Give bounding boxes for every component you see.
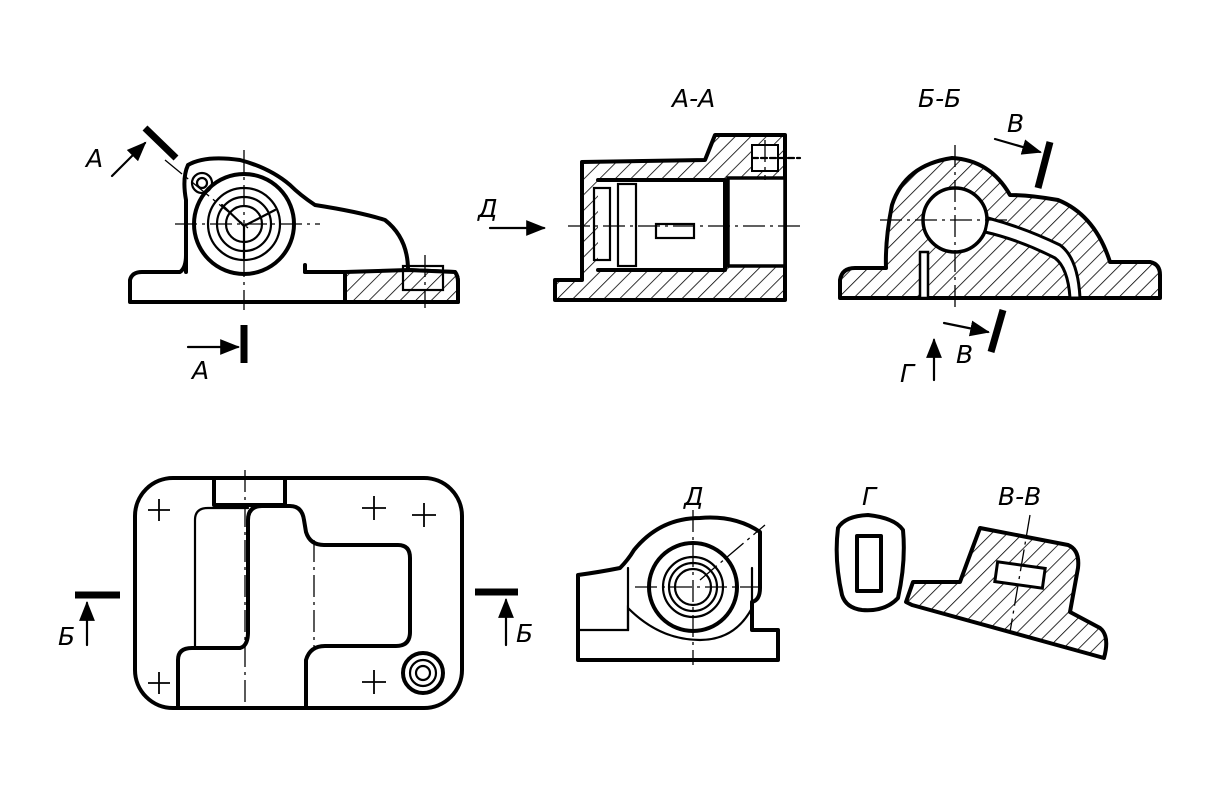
cut-b-marker-left (75, 591, 120, 647)
cut-v-marker-top (993, 137, 1054, 189)
title-section-vv: В-В (998, 482, 1041, 511)
top-view (133, 470, 464, 715)
label-b-left: Б (58, 622, 75, 651)
cut-b-marker-right (475, 588, 518, 647)
section-vv (904, 514, 1109, 660)
title-view-g: Г (862, 482, 878, 511)
title-view-d: Д (683, 482, 704, 511)
cut-v-marker-bottom (942, 309, 1007, 353)
cut-a-marker-bottom (186, 325, 248, 363)
section-aa (553, 133, 802, 302)
view-g (834, 513, 906, 613)
view-d (576, 510, 780, 665)
title-section-bb: Б-Б (918, 84, 961, 113)
label-a-left: А (84, 144, 103, 173)
label-a-bottom: А (190, 356, 209, 385)
label-v-bottom: В (956, 340, 973, 369)
label-d-arrow: Д (477, 194, 498, 223)
label-b-right: Б (516, 619, 533, 648)
section-bb (838, 145, 1162, 310)
cut-a-marker-left (110, 125, 179, 178)
label-v-top: В (1007, 109, 1024, 138)
front-view (128, 150, 460, 310)
title-section-aa: А-А (670, 84, 715, 113)
label-g-arrow: Г (900, 359, 916, 388)
